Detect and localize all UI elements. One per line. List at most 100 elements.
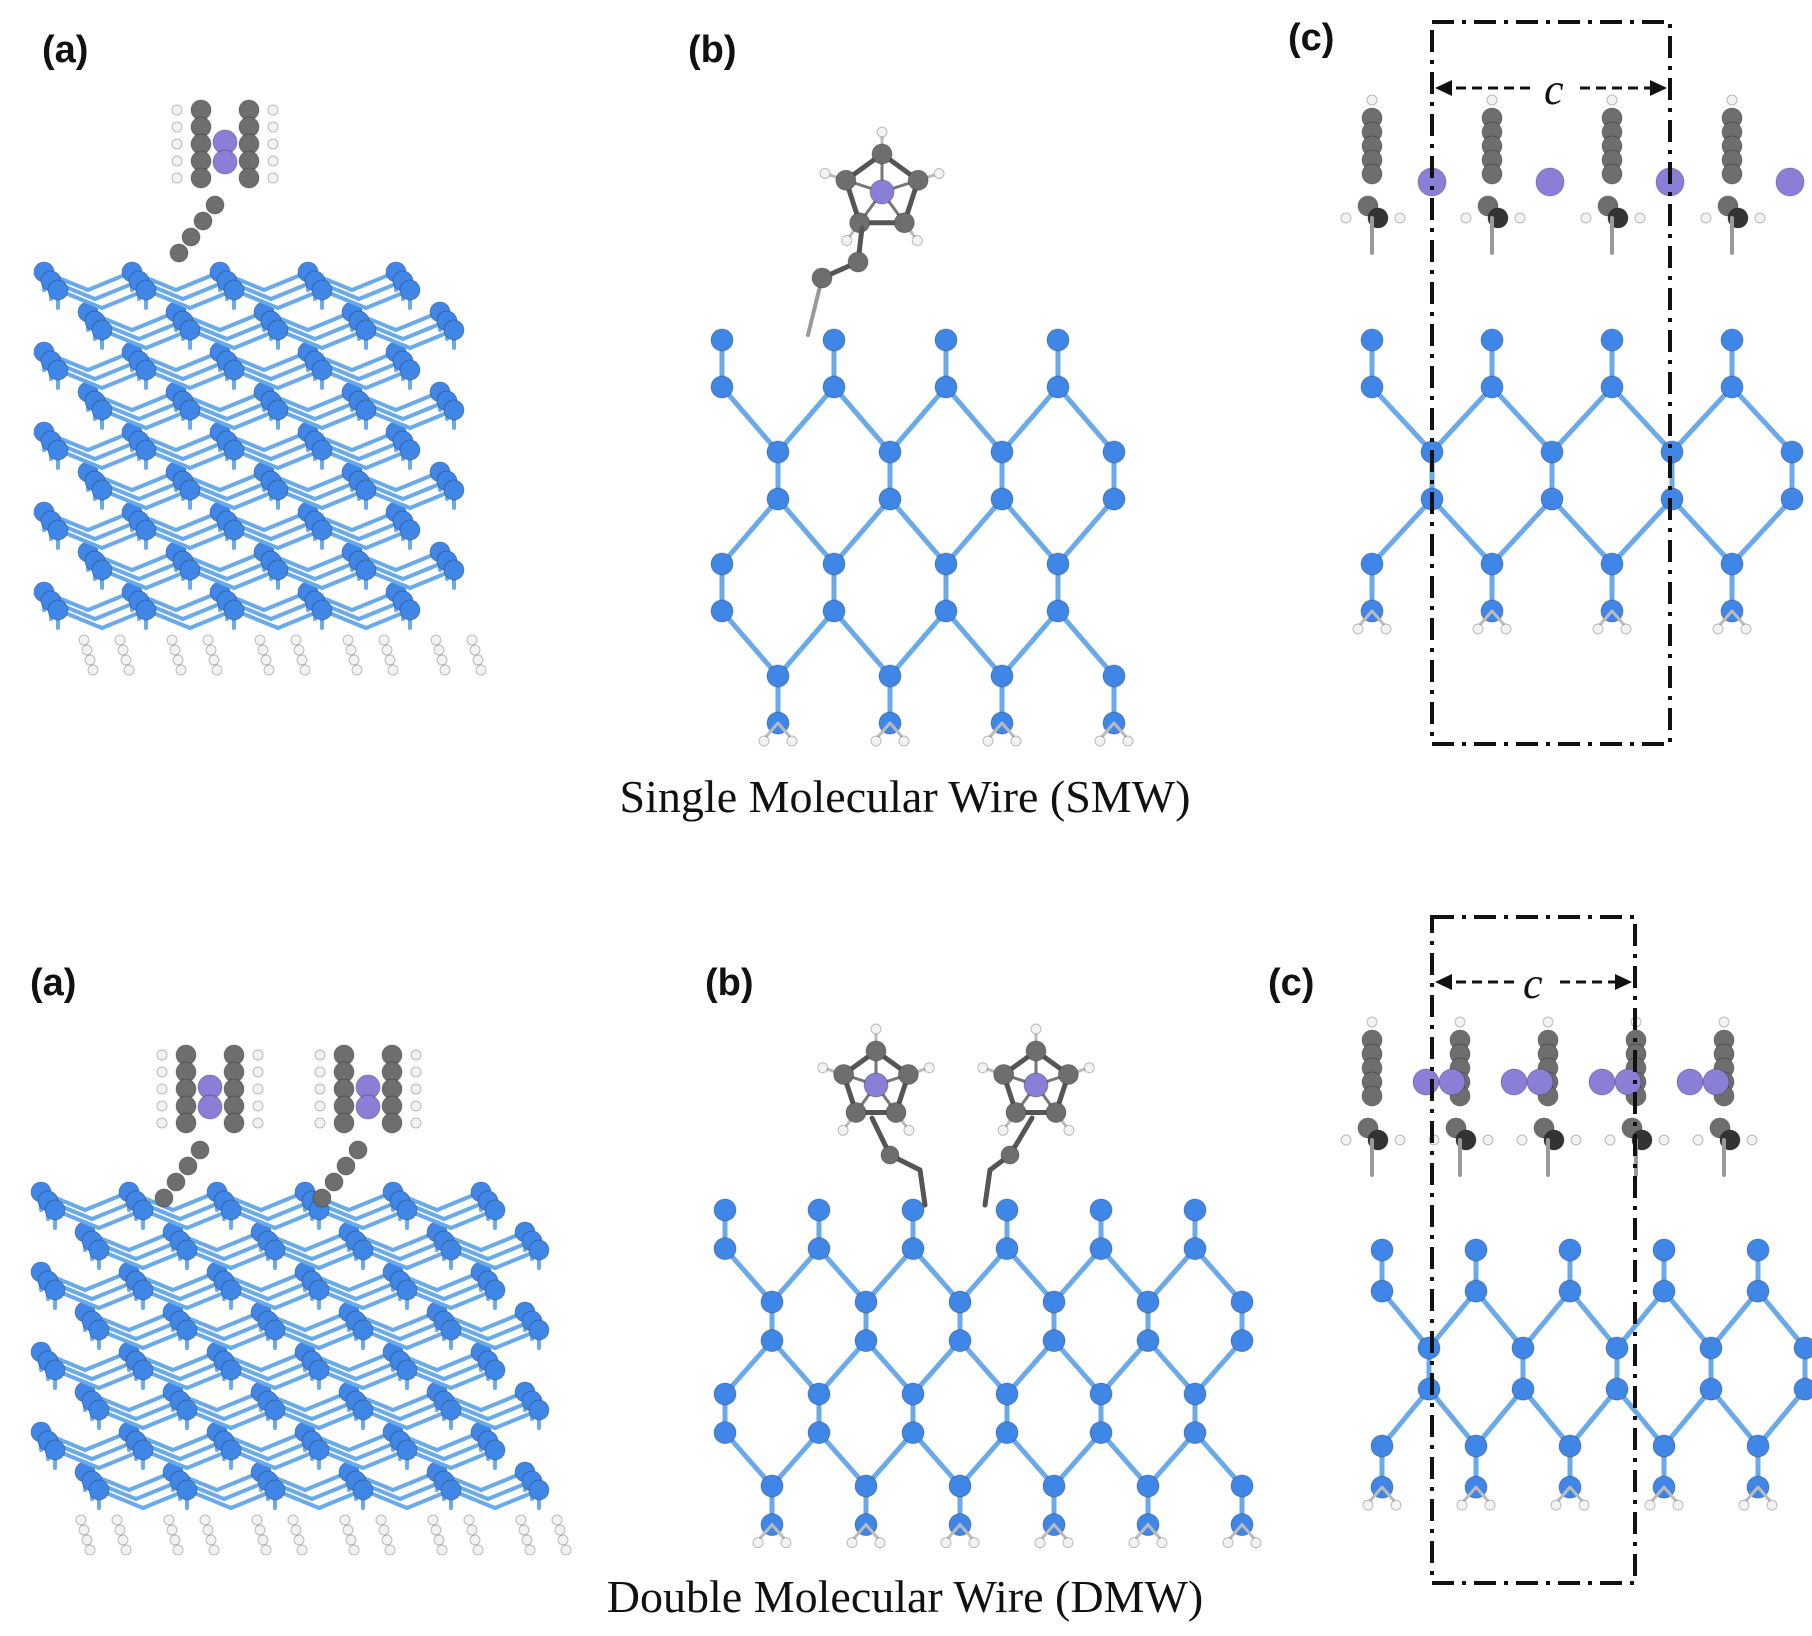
si-bond [1614, 1386, 1667, 1449]
h-atom [260, 1544, 272, 1556]
si-atom [396, 1199, 418, 1221]
si-atom [1480, 328, 1504, 352]
h-atom [171, 121, 183, 133]
si-atom [179, 559, 201, 581]
si-atom [311, 279, 333, 301]
si-atom [443, 479, 465, 501]
h-atom [78, 634, 90, 646]
c-atom [835, 169, 857, 191]
si-atom [220, 1199, 242, 1221]
si-bond [957, 1338, 1010, 1397]
panel-label-dmw-b: (b) [705, 962, 754, 1004]
h-atom [1570, 1134, 1582, 1146]
si-bond [910, 1338, 963, 1397]
h-atom [263, 664, 275, 676]
si-atom [1089, 1237, 1113, 1261]
h-atom [296, 654, 308, 666]
h-atom [111, 1514, 123, 1526]
h-atom [84, 1544, 96, 1556]
c-atom [348, 1140, 368, 1160]
h-atom [156, 1083, 168, 1095]
si-bond [1661, 1386, 1714, 1449]
h-atom [252, 1083, 264, 1095]
si-atom [440, 1479, 462, 1501]
h-atom [1030, 1023, 1042, 1035]
si-bond [1609, 496, 1675, 567]
si-bond [1369, 496, 1435, 567]
c-atom [238, 167, 260, 189]
unit-cell-box [1430, 915, 1637, 1585]
h-atom [410, 1117, 422, 1129]
si-bond [769, 1338, 822, 1397]
si-atom [854, 1290, 878, 1314]
h-atom [1514, 212, 1526, 224]
si-atom [995, 1382, 1019, 1406]
metal-atom [869, 179, 895, 205]
si-bond [999, 384, 1061, 455]
h-atom [1644, 1499, 1656, 1511]
si-bond [1192, 1338, 1245, 1397]
si-bond [1145, 1430, 1198, 1489]
h-atom [251, 1514, 263, 1526]
si-bond [1473, 1288, 1526, 1351]
si-atom [766, 440, 790, 464]
panel-label-smw-c: (c) [1288, 17, 1334, 59]
h-bond [1716, 609, 1734, 629]
si-atom [132, 1359, 154, 1381]
si-bond [1708, 1288, 1761, 1351]
si-bond [1473, 1386, 1526, 1449]
h-atom [923, 1062, 935, 1074]
si-atom [1042, 1329, 1066, 1353]
h-atom [169, 644, 181, 656]
si-atom [1089, 1421, 1113, 1445]
c-atom [833, 1063, 855, 1085]
si-atom [948, 1290, 972, 1314]
si-bond [1669, 496, 1735, 567]
h-atom [911, 235, 923, 247]
h-atom [427, 1514, 439, 1526]
h-atom [1550, 1499, 1562, 1511]
si-atom [948, 1474, 972, 1498]
h-atom [208, 1544, 220, 1556]
si-atom [1746, 1434, 1770, 1458]
si-bond [943, 496, 1005, 567]
h-atom [1128, 1537, 1140, 1549]
h-atom [163, 1514, 175, 1526]
si-bond [1055, 384, 1117, 455]
h-atom [430, 634, 442, 646]
h-atom [381, 1534, 393, 1546]
si-bond [1145, 1246, 1198, 1305]
si-bond [775, 384, 837, 455]
c-atom [178, 1156, 198, 1176]
h-atom [257, 644, 269, 656]
h-bond [1648, 1485, 1666, 1505]
metal-atom [212, 149, 238, 175]
h-bond [874, 721, 892, 741]
h-atom [997, 1124, 1009, 1136]
h-bond [1610, 609, 1628, 629]
h-atom [267, 138, 279, 150]
si-atom [308, 1439, 330, 1461]
si-atom [1102, 487, 1126, 511]
c-atom [1000, 1145, 1020, 1165]
h-bond [958, 1523, 976, 1543]
h-atom [384, 654, 396, 666]
c-atom [181, 227, 201, 247]
si-bond [1098, 1430, 1151, 1489]
c-atom [880, 1145, 900, 1165]
c-bond [917, 1167, 928, 1208]
h-atom [287, 1514, 299, 1526]
c-atom [1045, 1102, 1067, 1124]
smw-panel-b-structure [710, 126, 1134, 747]
si-bond [1614, 1288, 1667, 1351]
si-bond [831, 608, 893, 679]
h-atom [172, 654, 184, 666]
h-atom [166, 1524, 178, 1536]
h-atom [314, 1049, 326, 1061]
h-atom [1394, 1134, 1406, 1146]
c-atom [865, 1040, 887, 1062]
h-atom [171, 172, 183, 184]
c-atom [169, 243, 189, 263]
si-bond [1051, 1430, 1104, 1489]
si-atom [1652, 1238, 1676, 1262]
